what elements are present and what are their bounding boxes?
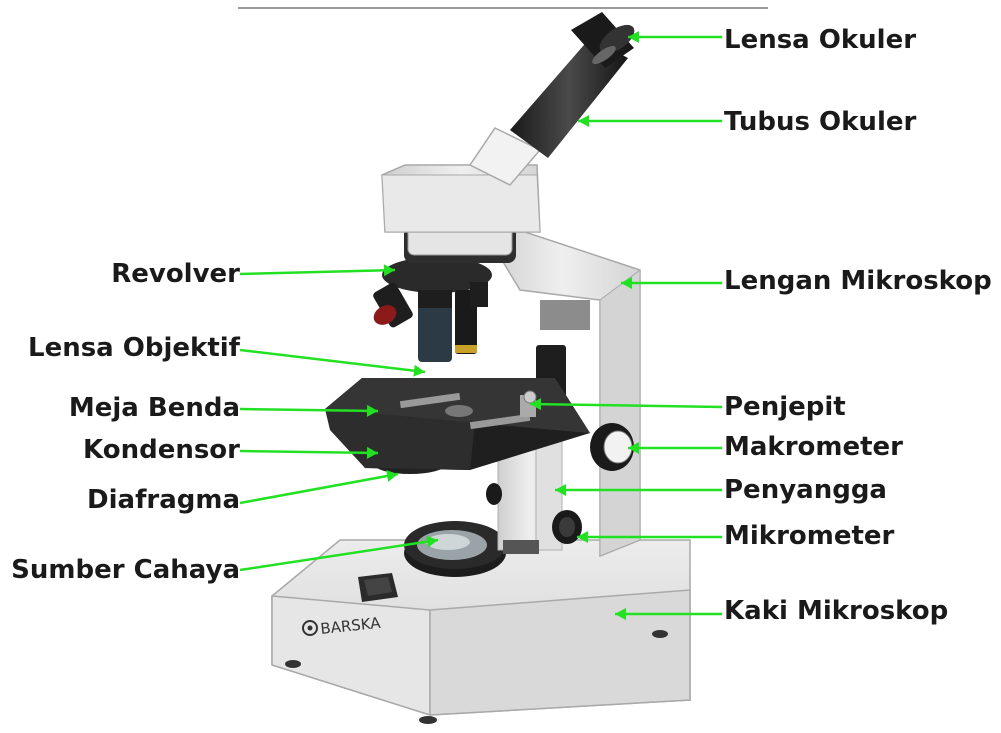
label-tubus-okuler: Tubus Okuler — [724, 107, 916, 137]
label-kaki-mikroskop: Kaki Mikroskop — [724, 596, 948, 626]
label-lensa-objektif: Lensa Objektif — [10, 333, 240, 363]
label-revolver: Revolver — [40, 259, 240, 289]
leader-lensa-okuler — [628, 31, 722, 43]
label-kondensor: Kondensor — [20, 435, 240, 465]
leader-revolver — [240, 264, 395, 276]
power-switch — [358, 573, 398, 602]
leader-lensa-objektif — [240, 350, 425, 377]
leader-diafragma — [240, 470, 398, 503]
leader-tubus-okuler — [578, 115, 722, 127]
label-penyangga: Penyangga — [724, 475, 887, 505]
light-source-ring — [404, 521, 506, 577]
label-meja-benda: Meja Benda — [20, 393, 240, 423]
label-lengan-mikroskop: Lengan Mikroskop — [724, 266, 992, 296]
label-mikrometer: Mikrometer — [724, 521, 894, 551]
leader-makrometer — [628, 442, 722, 454]
label-penjepit: Penjepit — [724, 392, 846, 422]
label-diafragma: Diafragma — [20, 485, 240, 515]
label-sumber-cahaya: Sumber Cahaya — [0, 555, 240, 585]
label-makrometer: Makrometer — [724, 432, 903, 462]
label-lensa-okuler: Lensa Okuler — [724, 25, 916, 55]
fine-focus-knob — [552, 510, 582, 544]
